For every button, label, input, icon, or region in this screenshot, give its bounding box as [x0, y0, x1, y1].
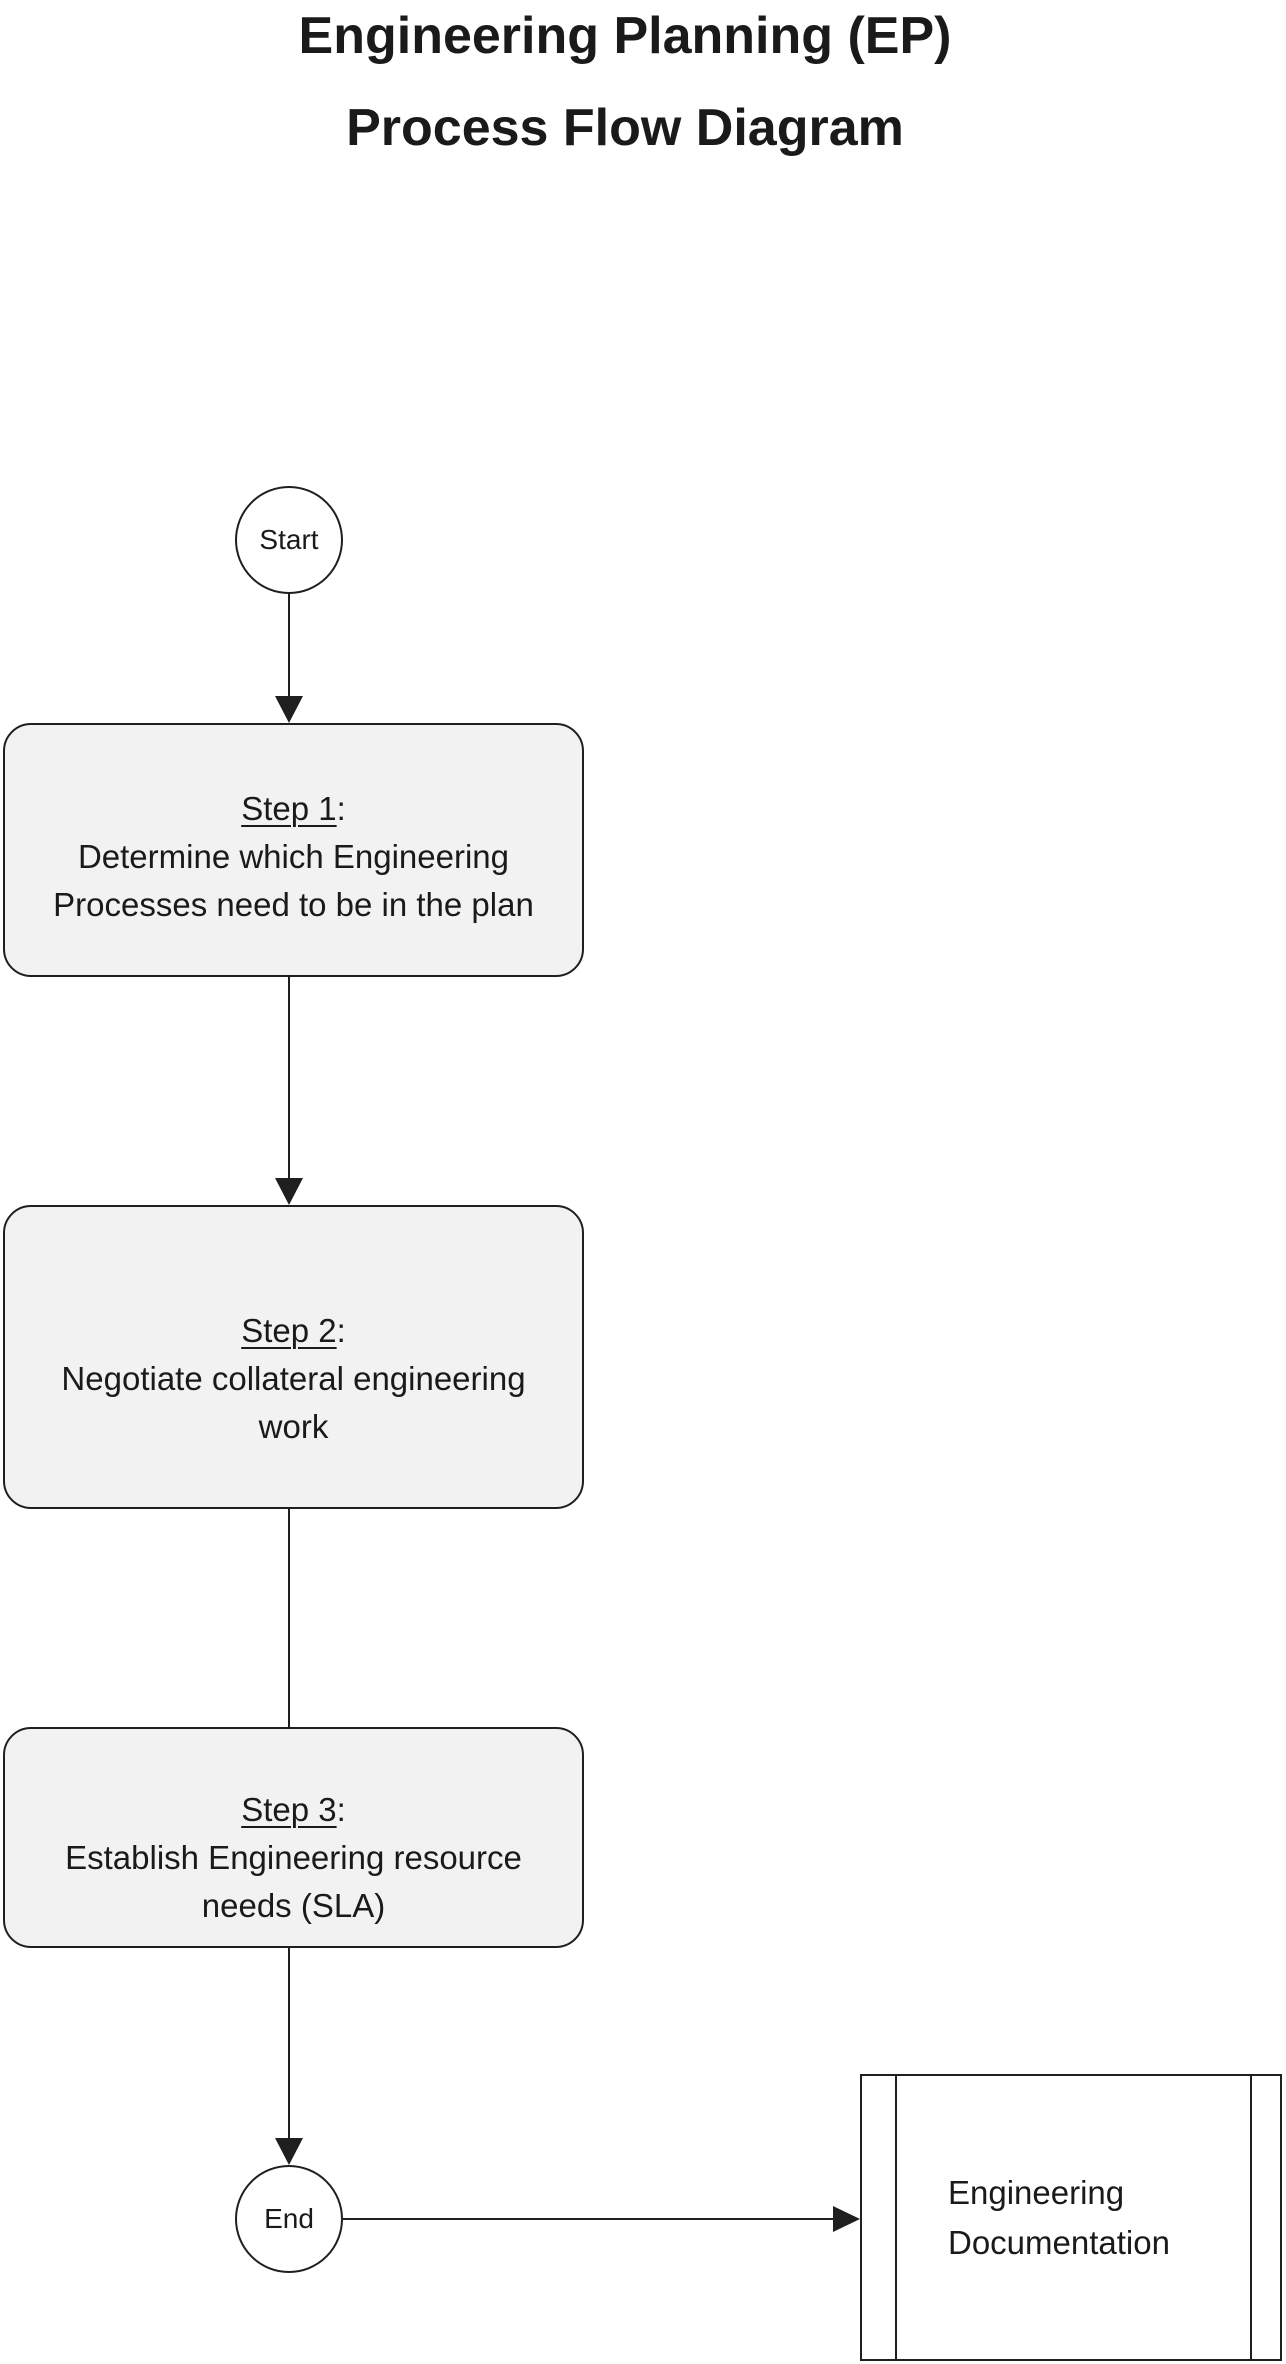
step3-heading: Step 3:: [65, 1786, 522, 1834]
step3-heading-underlined: Step 3: [241, 1790, 337, 1828]
documentation-label-line-2: Documentation: [948, 2223, 1170, 2261]
step3-line-1: Establish Engineering resource: [65, 1838, 522, 1876]
start-node: Start: [235, 486, 343, 594]
connector-step1-to-step2: [288, 977, 290, 1179]
step2-text: Step 2: Negotiate collateral engineering…: [61, 1307, 525, 1451]
step1-text: Step 1: Determine which Engineering Proc…: [53, 785, 534, 929]
step1-heading-colon: :: [336, 790, 346, 827]
engineering-documentation-node: Engineering Documentation: [860, 2074, 1282, 2361]
diagram-title: Engineering Planning (EP) Process Flow D…: [0, 0, 1250, 174]
title-line-2: Process Flow Diagram: [346, 99, 904, 157]
arrowhead-documentation-icon: [833, 2206, 860, 2232]
arrowhead-end-icon: [275, 2138, 303, 2165]
step2-line-1: Negotiate collateral engineering: [61, 1360, 526, 1397]
start-label: Start: [259, 524, 319, 555]
end-node: End: [235, 2165, 343, 2273]
title-line-1: Engineering Planning (EP): [298, 7, 952, 65]
step2-line-2: work: [258, 1408, 329, 1445]
connector-start-to-step1: [288, 593, 290, 697]
documentation-right-bar: [1250, 2076, 1252, 2359]
end-label: End: [264, 2203, 314, 2234]
step3-box: Step 3: Establish Engineering resource n…: [3, 1727, 584, 1948]
step1-heading: Step 1:: [53, 785, 534, 833]
step2-heading-underlined: Step 2: [241, 1312, 337, 1349]
documentation-left-bar: [895, 2076, 897, 2359]
connector-step2-to-step3: [288, 1509, 290, 1727]
step3-heading-colon: :: [336, 1790, 346, 1828]
step2-box: Step 2: Negotiate collateral engineering…: [3, 1205, 584, 1509]
step1-box: Step 1: Determine which Engineering Proc…: [3, 723, 584, 977]
step1-line-1: Determine which Engineering: [77, 838, 510, 875]
step1-line-2: Processes need to be in the plan: [53, 886, 534, 923]
documentation-label-line-1: Engineering: [948, 2173, 1125, 2211]
step3-text: Step 3: Establish Engineering resource n…: [65, 1786, 522, 1930]
documentation-label: Engineering Documentation: [948, 2168, 1170, 2268]
step1-heading-underlined: Step 1: [241, 790, 337, 827]
step2-heading: Step 2:: [61, 1307, 525, 1355]
arrowhead-step1-icon: [275, 696, 303, 723]
arrowhead-step2-icon: [275, 1178, 303, 1205]
step2-heading-colon: :: [336, 1312, 346, 1349]
step3-line-2: needs (SLA): [201, 1886, 386, 1924]
connector-end-to-documentation: [343, 2218, 833, 2220]
connector-step3-to-end: [288, 1948, 290, 2139]
